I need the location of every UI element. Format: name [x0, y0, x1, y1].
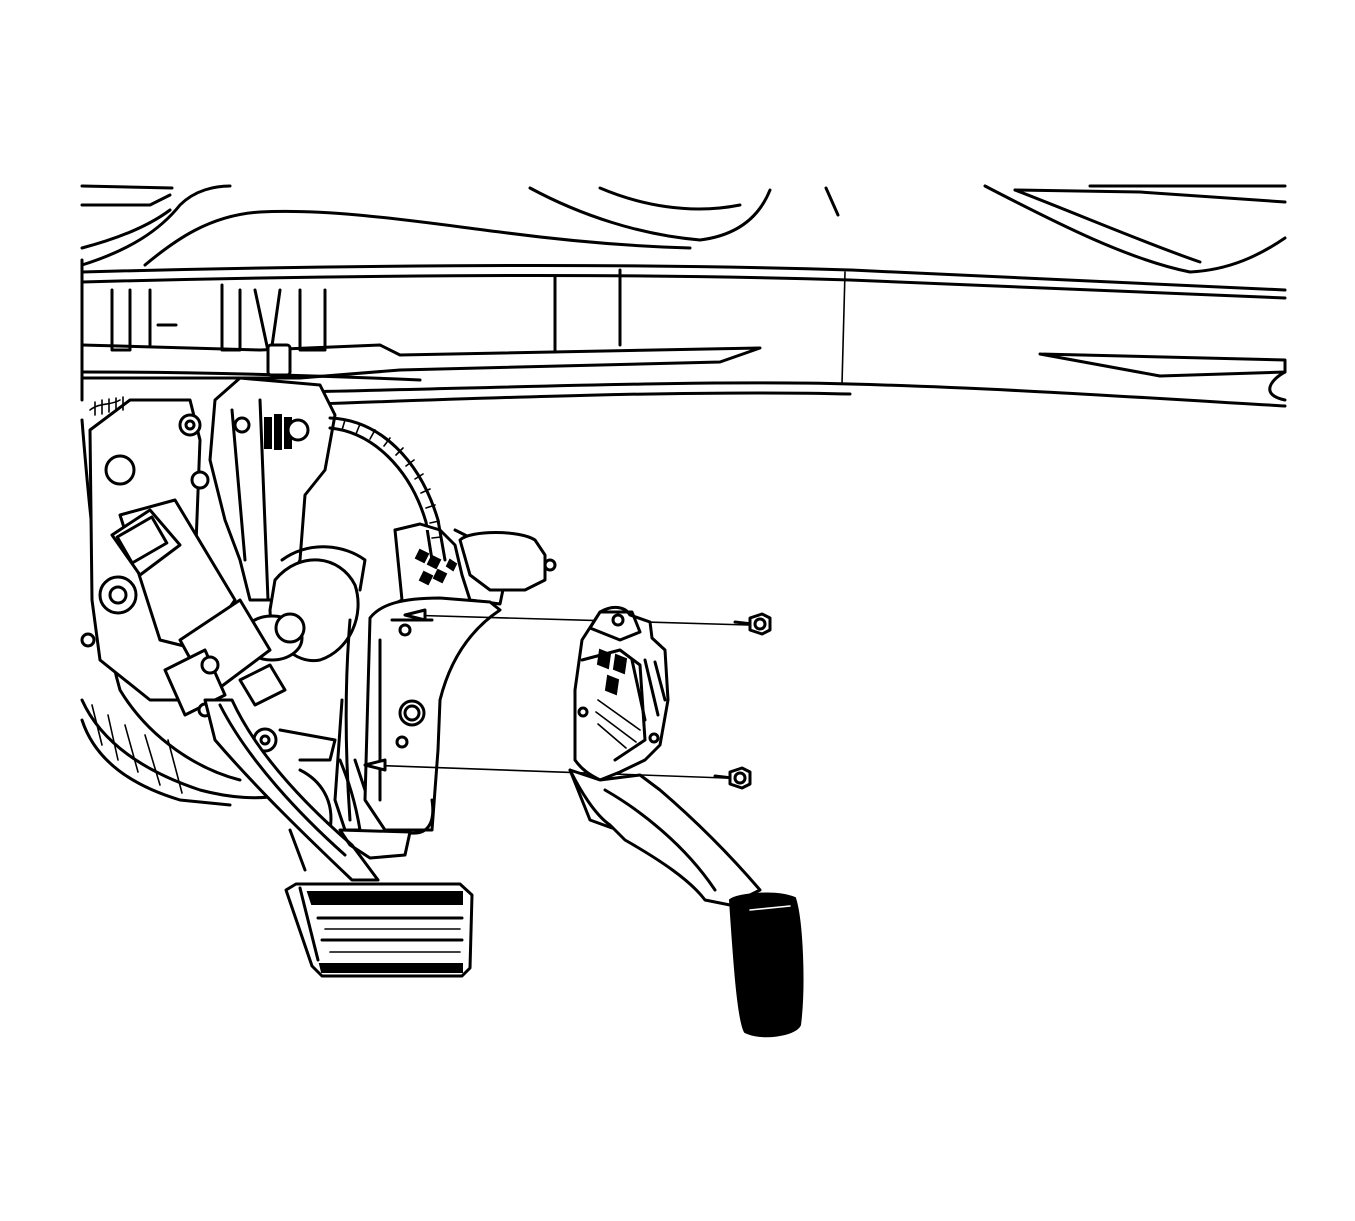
bolt-alignment-lines: [363, 608, 749, 779]
brake-pedal-bracket-assembly: [80, 343, 447, 832]
upper-mounting-bolt: [733, 612, 772, 636]
brake-pedal: [203, 698, 474, 978]
pedal-mounting-bracket: [333, 522, 557, 860]
lower-mounting-bolt: [713, 766, 752, 790]
instrument-panel-cross-car-beam: [80, 184, 1287, 408]
accelerator-pedal-assembly: [568, 606, 804, 1038]
